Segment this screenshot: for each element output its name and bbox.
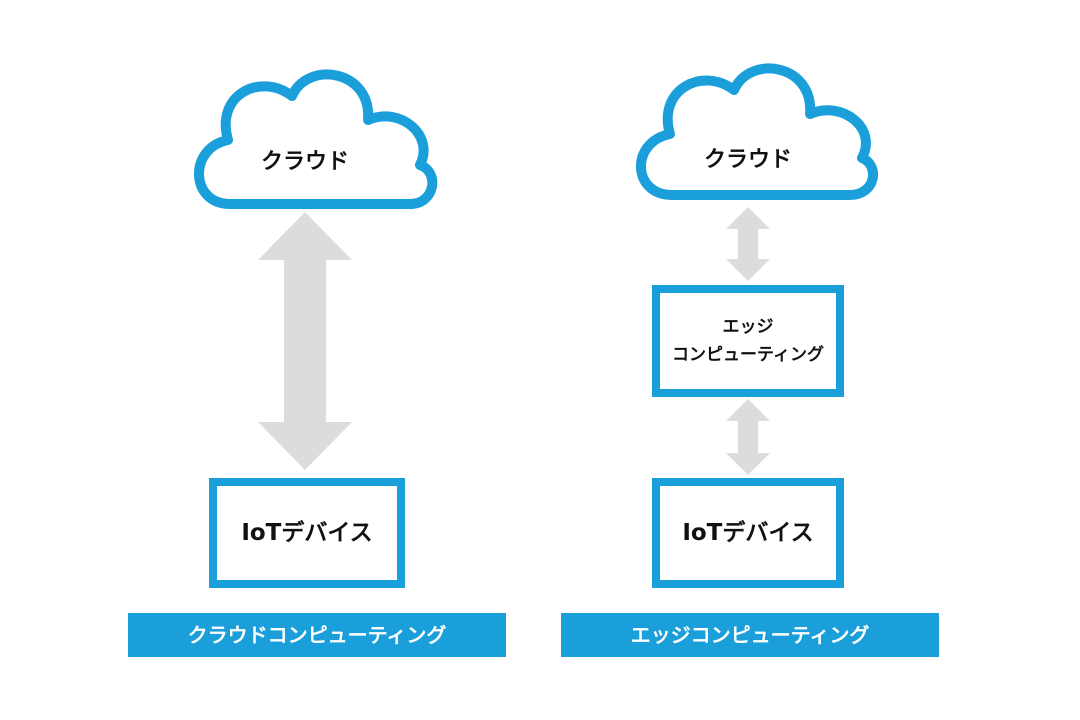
double-arrow-upper: [726, 207, 770, 281]
cloud-icon: [194, 69, 438, 209]
cloud-label: クラウド: [261, 150, 349, 175]
caption-label: クラウドコンピューティング: [188, 623, 447, 647]
iot-device-box: [652, 478, 844, 588]
double-arrow-lower: [726, 399, 770, 475]
edge-label-line2: コンピューティング: [672, 344, 824, 365]
iot-device-box: [209, 478, 405, 588]
cloud-icon: [636, 63, 878, 200]
cloud-computing-diagram: クラウド IoTデバイス クラウドコンピューティング: [128, 69, 506, 657]
caption-banner: [561, 613, 939, 657]
caption-label: エッジコンピューティング: [631, 623, 870, 647]
edge-label-line1: エッジ: [723, 317, 774, 337]
cloud-label: クラウド: [704, 148, 792, 173]
iot-device-label: IoTデバイス: [682, 519, 813, 546]
edge-computing-diagram: クラウド エッジ コンピューティング IoTデバイス エッジコンピューティング: [561, 63, 939, 657]
double-arrow: [258, 212, 352, 470]
caption-banner: [128, 613, 506, 657]
edge-computing-box: [652, 285, 844, 397]
iot-device-label: IoTデバイス: [241, 519, 372, 546]
